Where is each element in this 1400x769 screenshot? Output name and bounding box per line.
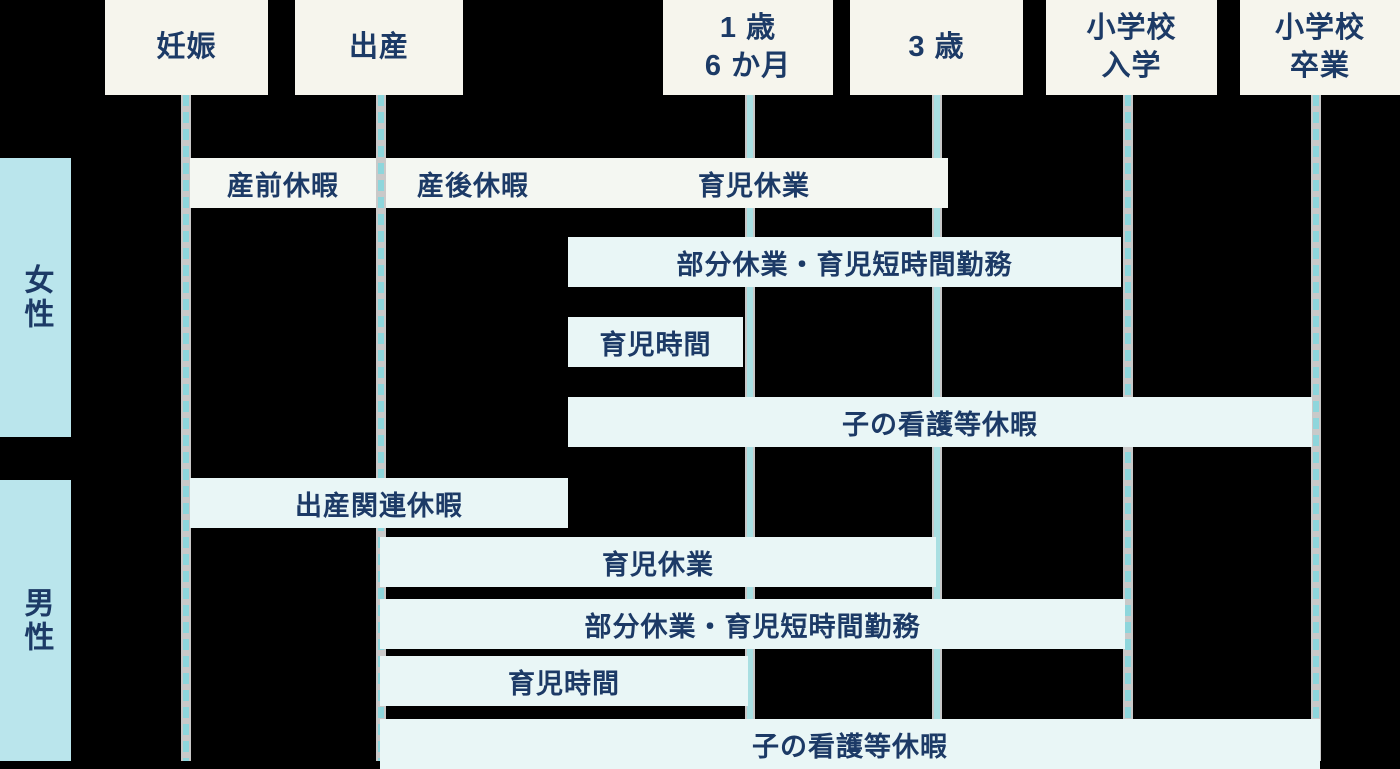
milestone-line-school-graduation — [1311, 95, 1321, 761]
bar-male-child-nursing-leave: 子の看護等休暇 — [380, 719, 1320, 769]
milestone-box-school-entrance: 小学校入学 — [1046, 0, 1217, 95]
milestone-box-age-3y: 3 歳 — [850, 0, 1023, 95]
bar-female-postnatal-leave: 産後休暇 — [386, 158, 560, 208]
bar-female-childcare-leave: 育児休業 — [560, 158, 948, 208]
gender-label-female: 女性 — [0, 158, 71, 437]
bar-female-child-nursing-leave: 子の看護等休暇 — [568, 397, 1312, 447]
milestone-line-core — [378, 95, 384, 761]
milestone-line-core — [183, 95, 189, 761]
milestone-line-birth — [376, 95, 386, 761]
gender-label-male: 男性 — [0, 480, 71, 761]
milestone-line-pregnancy — [181, 95, 191, 761]
bar-female-childcare-time: 育児時間 — [568, 317, 743, 367]
bar-male-birth-related-leave: 出産関連休暇 — [190, 478, 568, 528]
bar-male-partial-leave-short-hours: 部分休業・育児短時間勤務 — [380, 599, 1125, 649]
bar-female-partial-leave-short-hours: 部分休業・育児短時間勤務 — [568, 237, 1121, 287]
bar-male-childcare-leave: 育児休業 — [380, 537, 936, 587]
milestone-box-school-graduation: 小学校卒業 — [1240, 0, 1400, 95]
milestone-box-pregnancy: 妊娠 — [105, 0, 268, 95]
milestone-line-core — [1313, 95, 1319, 761]
bar-female-prenatal-leave: 産前休暇 — [190, 158, 376, 208]
bar-male-childcare-time: 育児時間 — [380, 656, 748, 706]
milestone-box-birth: 出産 — [295, 0, 463, 95]
